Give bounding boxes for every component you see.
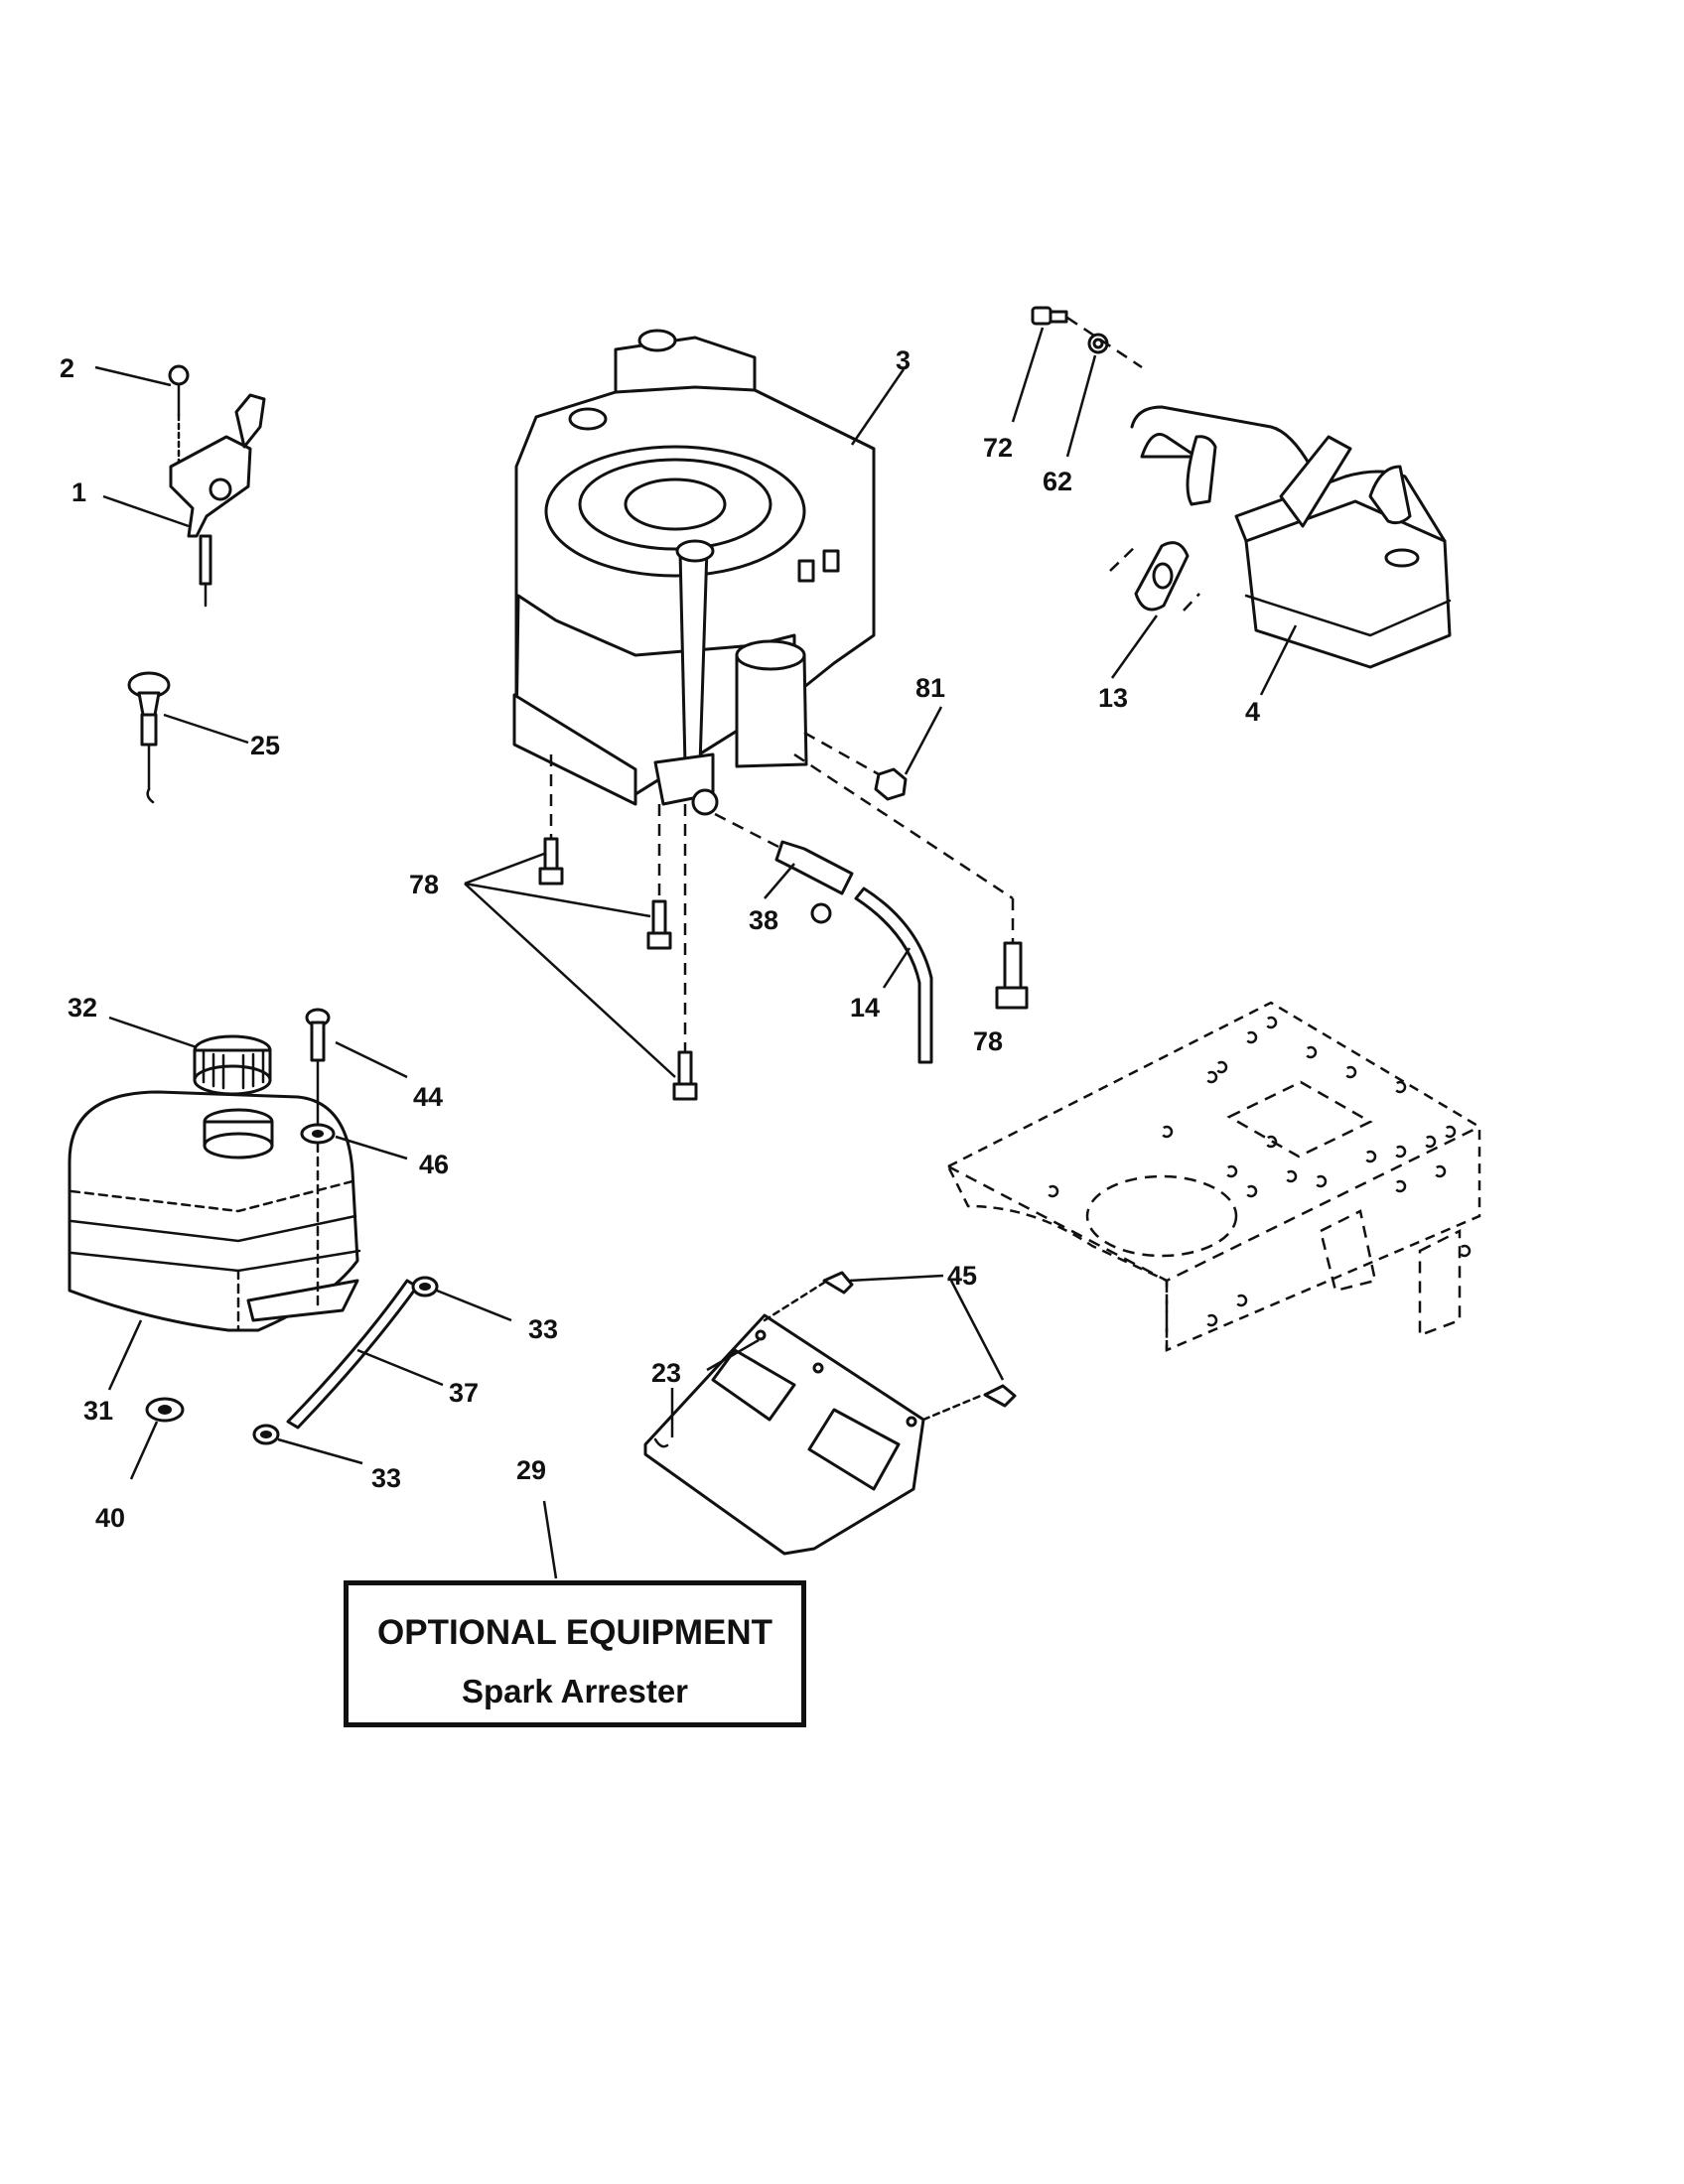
bolt-72-part (1031, 306, 1068, 326)
choke-knob-part (127, 671, 171, 804)
callout-44: 44 (413, 1082, 443, 1112)
callout-3: 3 (896, 345, 911, 375)
callout-81: 81 (915, 673, 945, 703)
mounting-bolt-78-right (793, 752, 1029, 1010)
callout-33-lower: 33 (371, 1463, 401, 1493)
hose-clamp-33-lower (252, 1424, 280, 1445)
callout-46: 46 (419, 1150, 449, 1179)
callout-40: 40 (95, 1503, 125, 1533)
bolt-45-lower (921, 1384, 1017, 1422)
nut-81-part (803, 731, 908, 801)
mounting-bolt-78-middle (646, 804, 672, 950)
fitting-38-part (714, 812, 854, 924)
callout-33-upper: 33 (528, 1314, 558, 1344)
screw-44-part (305, 1008, 331, 1134)
callout-1: 1 (71, 478, 86, 507)
engine-part (512, 329, 876, 816)
callout-78-left: 78 (409, 870, 439, 899)
optional-equipment-title: OPTIONAL EQUIPMENT (377, 1613, 772, 1652)
fuel-hose-14-part (854, 887, 933, 1064)
callout-23: 23 (651, 1358, 681, 1388)
fuel-line-37-part (286, 1279, 419, 1430)
optional-equipment-box: OPTIONAL EQUIPMENT Spark Arrester (344, 1580, 806, 1727)
gasket-13-part (1134, 541, 1190, 612)
callout-62: 62 (1043, 467, 1072, 496)
bolt-45-upper (763, 1271, 854, 1322)
chassis-frame (946, 1001, 1481, 1352)
callout-45: 45 (947, 1261, 977, 1291)
washer-46-part (300, 1123, 336, 1145)
callout-72: 72 (983, 433, 1013, 463)
throttle-control-part (168, 364, 266, 608)
muffler-4-part (1130, 405, 1452, 669)
callout-4: 4 (1245, 697, 1260, 727)
callout-32: 32 (68, 993, 97, 1023)
hose-clamp-33-upper (411, 1276, 439, 1297)
callout-25: 25 (250, 731, 280, 760)
fuel-cap-32-part (193, 1034, 272, 1096)
callout-14: 14 (850, 993, 880, 1023)
callout-78-right: 78 (973, 1026, 1003, 1056)
spark-arrester-label: Spark Arrester (461, 1673, 689, 1709)
callout-29: 29 (516, 1455, 546, 1485)
callout-38: 38 (749, 905, 778, 935)
mounting-bolt-78-left (538, 754, 564, 886)
heat-shield-23-part (643, 1313, 925, 1556)
callout-31: 31 (83, 1396, 113, 1426)
callout-37: 37 (449, 1378, 479, 1408)
callout-2: 2 (60, 353, 74, 383)
mounting-bolt-78-bottom (672, 804, 698, 1101)
fuel-tank-31-part (68, 1090, 361, 1332)
grommet-40-part (145, 1397, 185, 1423)
callout-13: 13 (1098, 683, 1128, 713)
